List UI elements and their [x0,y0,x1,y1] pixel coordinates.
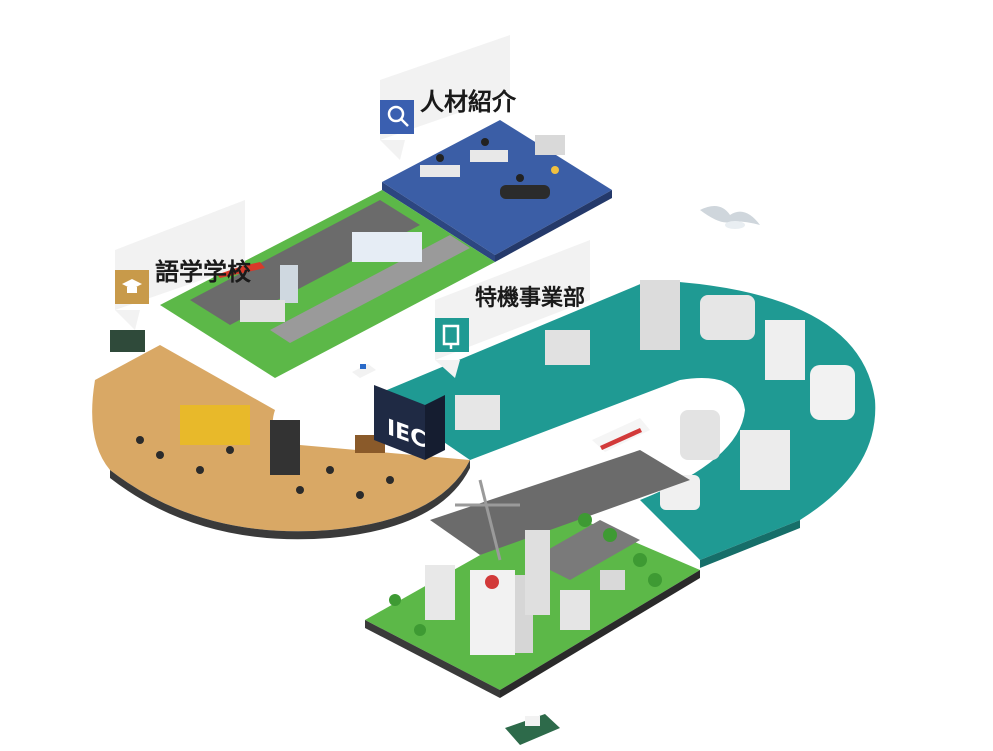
person-search-icon [380,100,414,134]
special-equipment-label-text: 特機事業部 [475,285,585,311]
special-equipment-label: 特機事業部 [435,240,590,378]
equipment-icon [435,318,469,352]
graduation-cap-icon [115,270,149,304]
iec-sign: IEC [374,385,445,460]
airport-area [160,190,495,378]
language-school-label-text: 語学学校 [155,258,252,286]
cargo-ship-icon [505,714,560,745]
seagull-icon [700,206,760,229]
special-equipment-area [375,280,876,568]
boat-icon [352,364,376,378]
recruitment-label: 人材紹介 [380,35,517,160]
recruitment-label-text: 人材紹介 [420,88,517,116]
city-area [365,450,700,698]
recruitment-area [382,120,612,262]
language-school-label: 語学学校 [115,200,252,330]
cruise-ship-icon [592,418,650,452]
language-school-area [92,330,470,540]
